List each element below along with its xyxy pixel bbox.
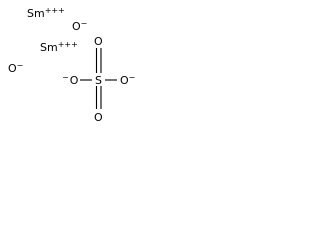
element-symbol: Sm [40, 41, 58, 54]
samarium-ion-2: Sm+++ [40, 40, 78, 54]
element-symbol: S [95, 74, 102, 87]
element-symbol: O [72, 20, 81, 33]
sulfate-oxygen-right: O− [120, 73, 136, 87]
sulfate-oxygen-top: O [94, 36, 103, 47]
sulfate-sulfur: S [95, 75, 102, 86]
sulfate-oxygen-left: −O [62, 73, 79, 87]
sulfate-oxygen-bottom: O [94, 112, 103, 123]
element-symbol: O [8, 62, 17, 75]
element-symbol: O [120, 74, 129, 87]
samarium-ion-1: Sm+++ [27, 6, 65, 20]
chemical-structure: Sm+++ O− Sm+++ O− O −O S O− O [0, 0, 154, 129]
ion-charge: +++ [57, 40, 78, 49]
ion-charge: − [16, 61, 24, 70]
element-symbol: O [94, 111, 103, 124]
oxide-ion-1: O− [72, 19, 88, 33]
oxide-ion-2: O− [8, 61, 24, 75]
element-symbol: O [69, 74, 79, 87]
bond-lines [80, 48, 117, 109]
ion-charge: +++ [44, 6, 65, 15]
element-symbol: O [94, 35, 103, 48]
element-symbol: Sm [27, 7, 45, 20]
ion-charge: − [62, 73, 69, 82]
ion-charge: − [128, 73, 136, 82]
ion-charge: − [80, 19, 88, 28]
